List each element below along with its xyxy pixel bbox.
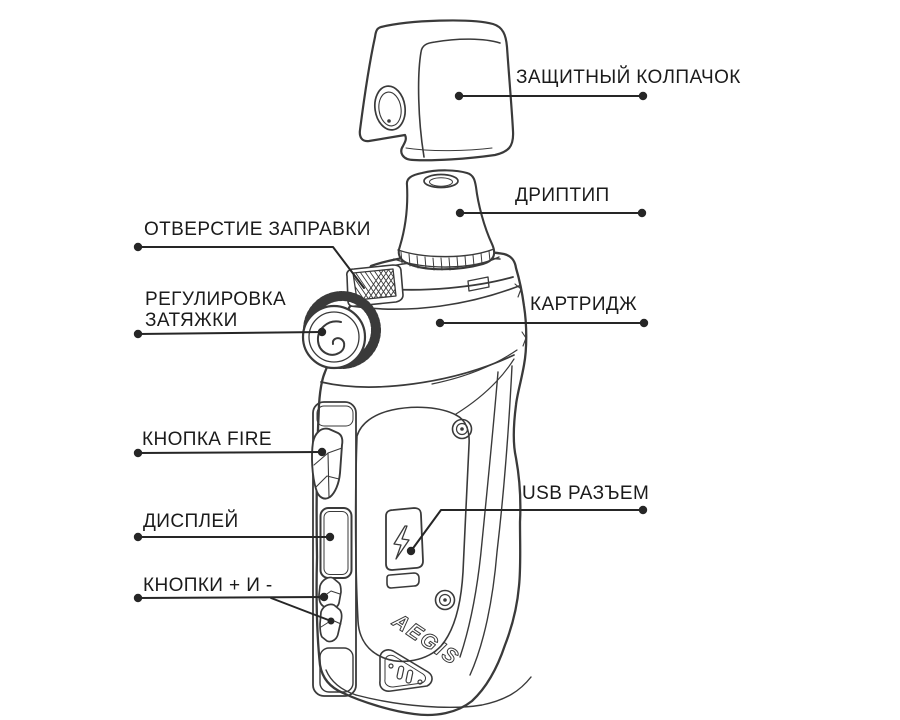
- leader-plus-minus-buttons: [133, 592, 335, 625]
- leader-airflow: [133, 327, 327, 339]
- label-display: ДИСПЛЕЙ: [143, 511, 239, 532]
- fire-button-drawing: [311, 427, 344, 500]
- label-drip-tip: ДРИПТИП: [515, 185, 610, 206]
- leader-usb-port: [406, 505, 648, 556]
- drip-tip-drawing: [393, 169, 500, 271]
- label-protective-cap: ЗАЩИТНЫЙ КОЛПАЧОК: [516, 67, 741, 88]
- lightning-bolt-icon: [393, 525, 410, 560]
- display-drawing: [319, 507, 353, 579]
- leader-fire-button: [133, 447, 327, 458]
- label-fire-button: КНОПКА FIRE: [142, 429, 272, 450]
- screw-top: [451, 418, 473, 440]
- label-airflow-adjustment: РЕГУЛИРОВКА ЗАТЯЖКИ: [145, 289, 287, 332]
- airflow-dial-drawing: [301, 291, 381, 370]
- plus-minus-buttons-drawing: [318, 576, 343, 643]
- label-fill-port: ОТВЕРСТИЕ ЗАПРАВКИ: [144, 219, 371, 240]
- label-cartridge: КАРТРИДЖ: [530, 294, 638, 315]
- label-usb-port: USB РАЗЪЕМ: [522, 483, 650, 504]
- leader-cartridge: [435, 318, 649, 328]
- leader-protective-cap: [454, 91, 648, 101]
- leader-display: [133, 532, 335, 542]
- vent-badge-drawing: [379, 649, 433, 692]
- protective-cap-drawing: [358, 19, 515, 162]
- leader-drip-tip: [455, 208, 647, 218]
- leader-fill-port: [133, 242, 365, 289]
- cartridge-body-drawing: [315, 250, 532, 717]
- label-plus-minus-buttons: КНОПКИ + И -: [143, 575, 273, 596]
- usb-port-drawing: [385, 507, 424, 589]
- screw-bottom: [434, 589, 456, 611]
- side-panel-drawing: [312, 401, 357, 697]
